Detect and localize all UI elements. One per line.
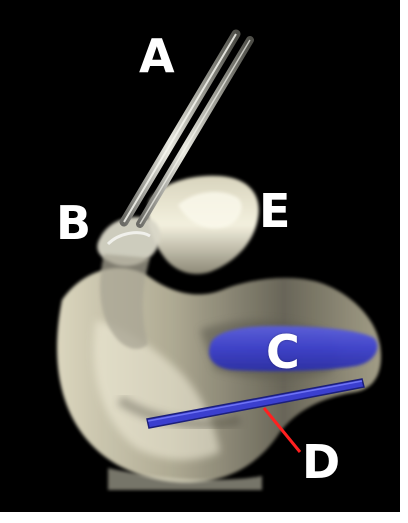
label-e: E <box>259 188 290 234</box>
label-a: A <box>139 33 175 79</box>
label-d: D <box>302 439 340 485</box>
label-b: B <box>56 200 91 246</box>
label-c: C <box>266 329 300 375</box>
